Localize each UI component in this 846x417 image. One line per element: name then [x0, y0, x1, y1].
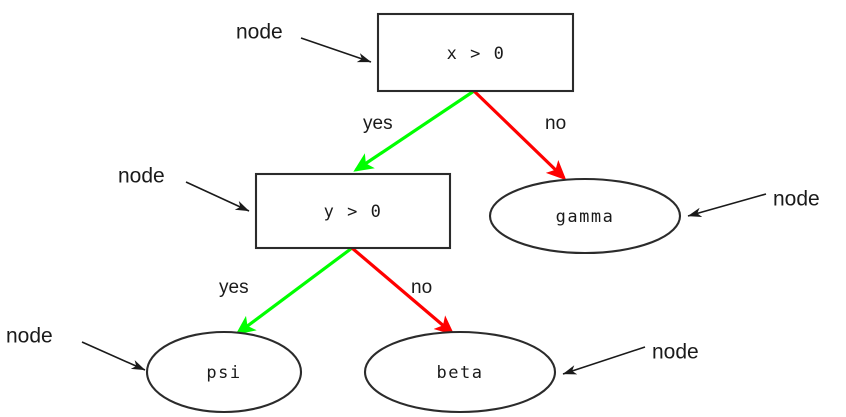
edge-group: [235, 89, 567, 336]
node-inner-label: y > 0: [324, 202, 383, 222]
annot-label-psi: node: [6, 325, 53, 348]
annot-leader-beta: [562, 346, 646, 375]
annot-leader-gamma: [687, 193, 767, 217]
node-root[interactable]: x > 0: [376, 12, 575, 93]
edge-label-root-no: no: [545, 113, 566, 134]
edge-label-root-yes: yes: [363, 113, 393, 134]
node-beta-label: beta: [437, 363, 484, 383]
node-gamma-ellipse[interactable]: [488, 177, 682, 255]
node-psi[interactable]: psi: [145, 330, 303, 414]
node-root-rect[interactable]: [376, 12, 575, 93]
annot-label-gamma: node: [773, 188, 820, 211]
edge-root-yes: [353, 89, 475, 172]
edge-root-no: [472, 89, 567, 181]
annot-leader-root: [300, 37, 372, 63]
node-psi-ellipse[interactable]: [145, 330, 303, 414]
annot-label-beta: node: [652, 341, 699, 364]
node-gamma-label: gamma: [556, 207, 615, 227]
node-inner[interactable]: y > 0: [254, 172, 452, 250]
annot-label-inner: node: [118, 165, 165, 188]
edge-label-group: yes no yes no: [219, 113, 566, 298]
node-root-label: x > 0: [447, 44, 506, 64]
edge-label-inner-yes: yes: [219, 277, 249, 298]
annotation-group: node node node node node: [6, 21, 820, 375]
annot-leader-inner: [185, 181, 250, 212]
annot-leader-psi: [81, 341, 146, 371]
node-beta-ellipse[interactable]: [363, 330, 557, 414]
node-psi-label: psi: [206, 363, 241, 383]
node-beta[interactable]: beta: [363, 330, 557, 414]
annot-label-root: node: [236, 21, 283, 44]
node-gamma[interactable]: gamma: [488, 177, 682, 255]
edge-inner-yes: [235, 246, 353, 335]
node-inner-rect[interactable]: [254, 172, 452, 250]
edge-label-inner-no: no: [411, 277, 432, 298]
edge-inner-no: [350, 246, 455, 336]
